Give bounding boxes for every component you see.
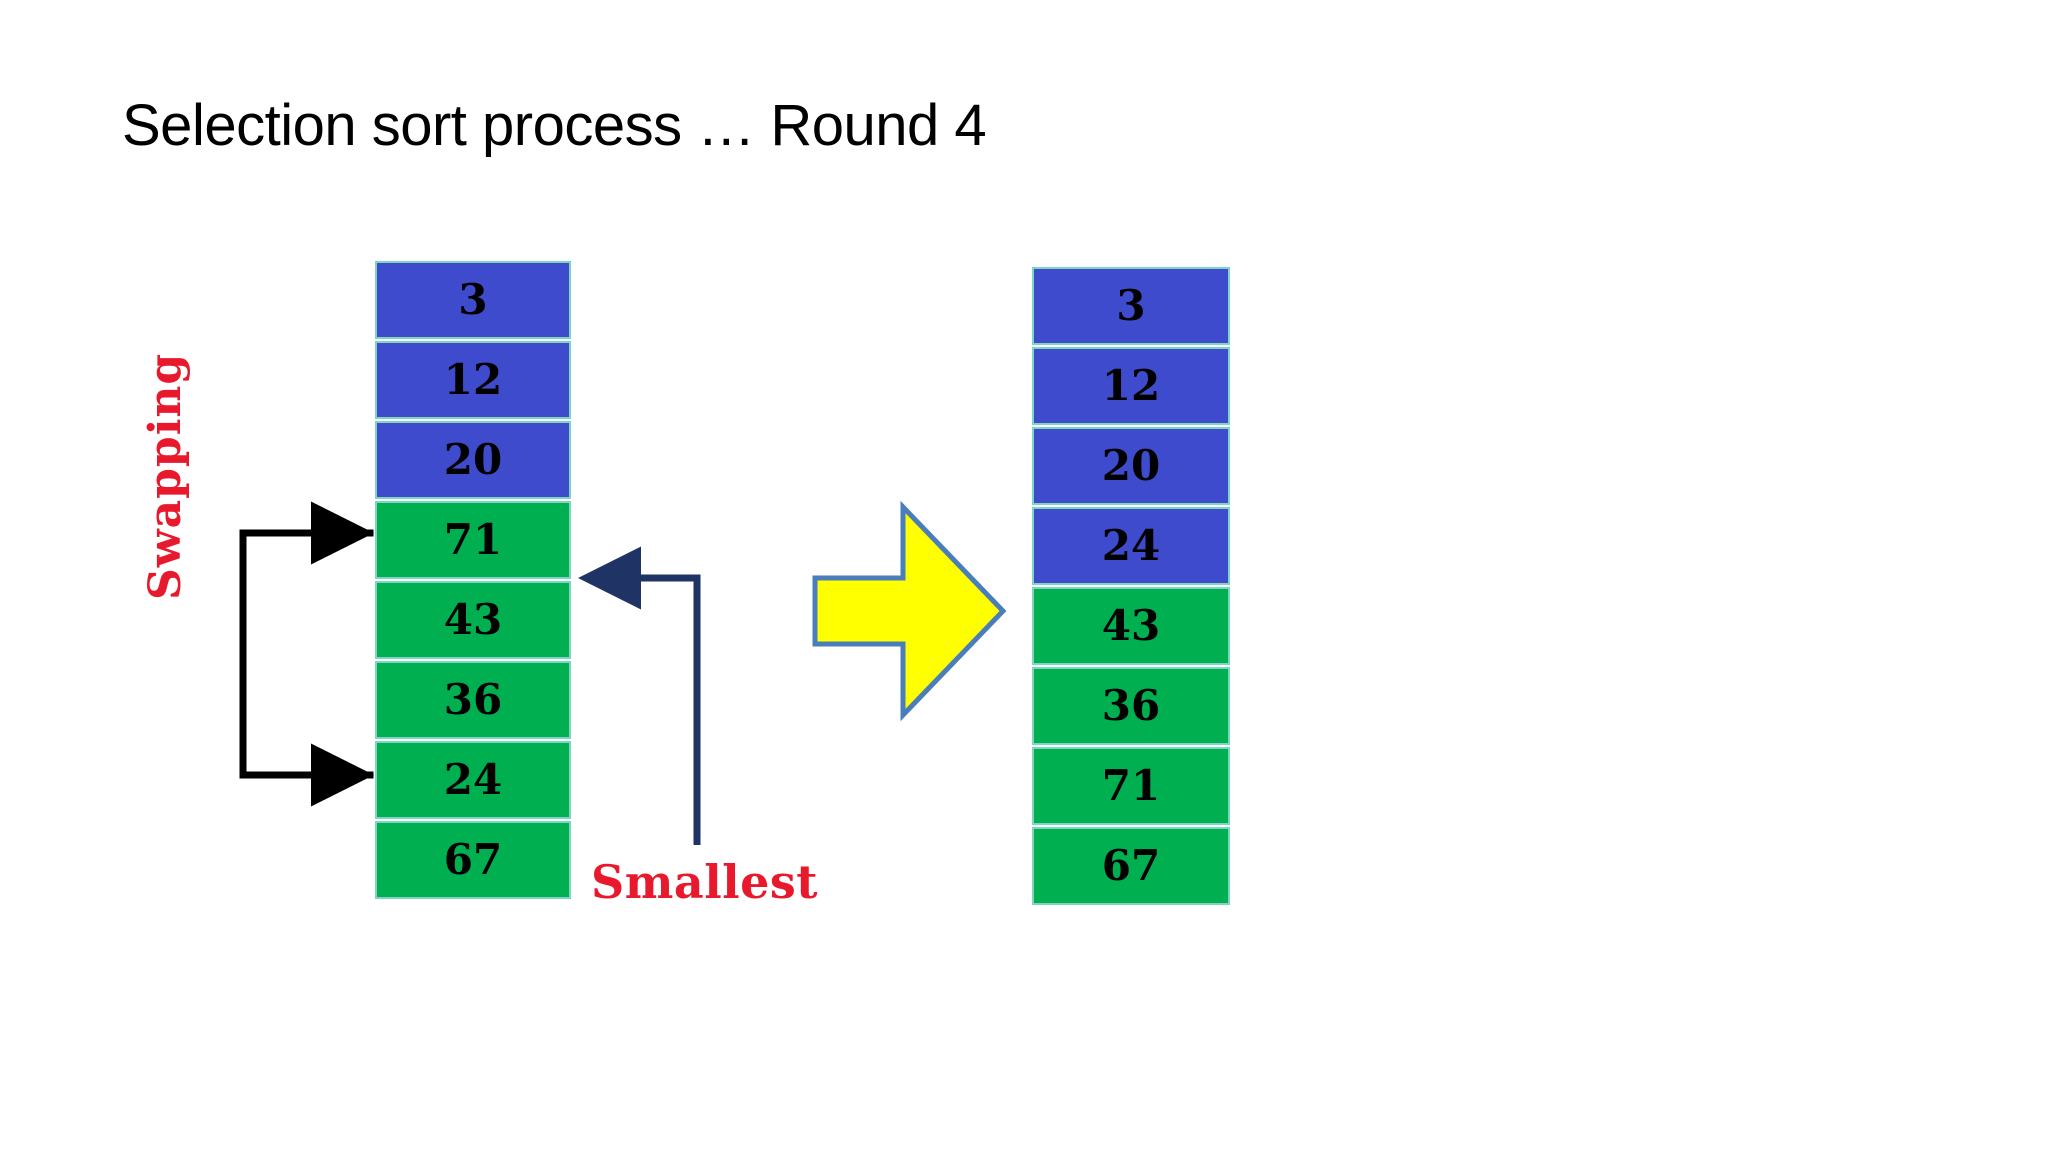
array-cell: 71 bbox=[375, 501, 571, 579]
swap-bracket-arrow-icon bbox=[239, 501, 374, 807]
array-cell: 3 bbox=[375, 261, 571, 339]
smallest-label: Smallest bbox=[591, 855, 819, 909]
smallest-pointer-arrow-icon bbox=[578, 546, 701, 845]
array-cell: 36 bbox=[1032, 667, 1230, 745]
array-cell: 12 bbox=[375, 341, 571, 419]
swapping-label: Swapping bbox=[140, 352, 191, 600]
array-before: 3 12 20 71 43 36 24 67 bbox=[375, 261, 571, 899]
array-cell: 71 bbox=[1032, 747, 1230, 825]
array-cell: 67 bbox=[375, 821, 571, 899]
array-cell: 43 bbox=[1032, 587, 1230, 665]
array-cell: 3 bbox=[1032, 267, 1230, 345]
page-title: Selection sort process … Round 4 bbox=[122, 93, 987, 158]
array-cell: 24 bbox=[1032, 507, 1230, 585]
array-after: 3 12 20 24 43 36 71 67 bbox=[1032, 267, 1230, 905]
array-cell: 20 bbox=[375, 421, 571, 499]
array-cell: 20 bbox=[1032, 427, 1230, 505]
array-cell: 12 bbox=[1032, 347, 1230, 425]
array-cell: 24 bbox=[375, 741, 571, 819]
yellow-right-arrow-icon bbox=[812, 500, 1007, 722]
array-cell: 36 bbox=[375, 661, 571, 739]
array-cell: 67 bbox=[1032, 827, 1230, 905]
array-cell: 43 bbox=[375, 581, 571, 659]
